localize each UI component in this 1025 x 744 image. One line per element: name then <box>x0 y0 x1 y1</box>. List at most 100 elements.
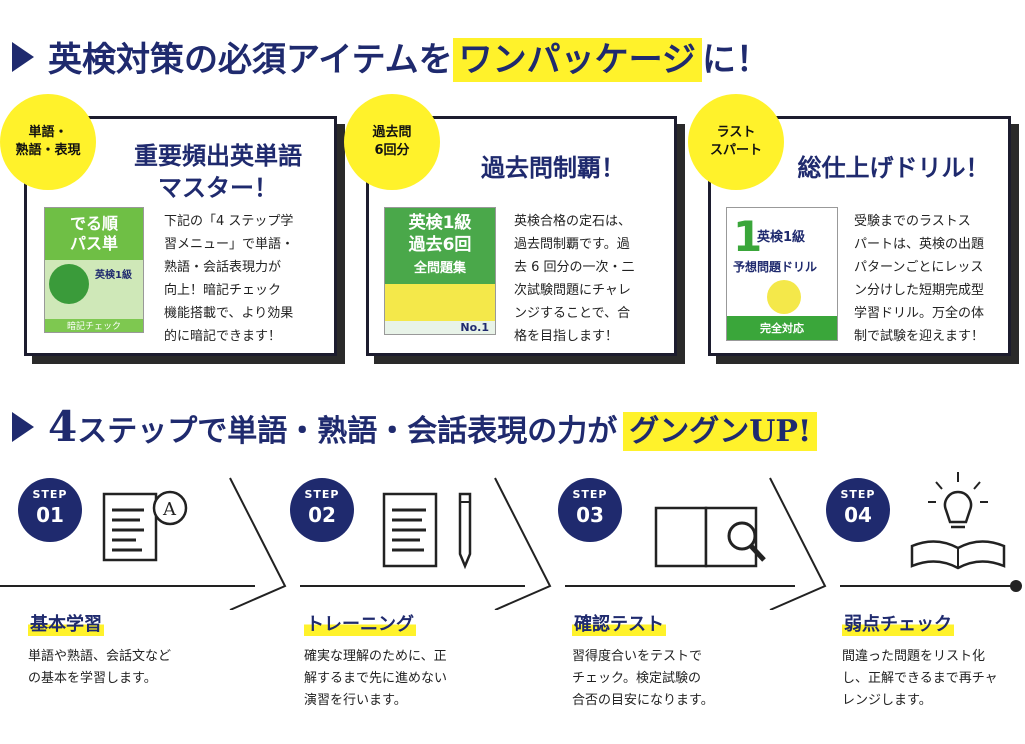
book-text: 予想問題ドリル <box>733 260 818 274</box>
step-badge: STEP 01 <box>18 478 82 542</box>
desc-line: チェック。検定試験の <box>572 671 701 686</box>
desc-line: 的に暗記できます！ <box>164 329 282 344</box>
step-title: 基本学習 <box>28 610 104 636</box>
title-line: 過去問制覇！ <box>481 154 625 182</box>
section1-heading-highlight: ワンパッケージ <box>452 38 702 82</box>
book-text: No.1 <box>385 321 495 334</box>
card-title: 総仕上げドリル！ <box>786 152 1001 184</box>
book-text: でる順 <box>69 214 118 233</box>
svg-text:A: A <box>162 499 177 520</box>
step-title: 確認テスト <box>572 610 666 636</box>
section2-heading-num: 4 <box>48 402 78 451</box>
book-cover-image: 英検1級過去6回全問題集 No.1 <box>384 207 496 335</box>
book-text: 暗記チェック <box>45 319 143 332</box>
step-badge: STEP 04 <box>826 478 890 542</box>
book-text: 全問題集 <box>413 261 466 276</box>
desc-line: レンジします。 <box>842 693 932 708</box>
step-number: 02 <box>308 503 336 527</box>
desc-line: パターンごとにレッス <box>854 260 984 275</box>
badge-line: 熟語・表現 <box>15 143 81 158</box>
desc-line: 受験までのラストス <box>854 214 971 229</box>
desc-line: ン分けした短期完成型 <box>854 283 985 298</box>
card-badge: 過去問 6回分 <box>344 94 440 190</box>
open-book-magnifier-icon <box>654 506 766 568</box>
desc-line: パートは、英検の出題 <box>854 237 985 252</box>
step-number: 03 <box>576 503 604 527</box>
document-pencil-icon <box>382 492 472 570</box>
step-description: 間違った問題をリスト化 し、正解できるまで再チャ レンジします。 <box>842 646 998 712</box>
badge-line: スパート <box>709 143 762 158</box>
step-number: 04 <box>844 503 872 527</box>
desc-line: ンジすることで、合 <box>514 306 631 321</box>
badge-line: 過去問 <box>372 125 412 140</box>
desc-line: し、正解できるまで再チャ <box>842 671 998 686</box>
step-flow-lines <box>0 477 1022 610</box>
title-line: マスター！ <box>158 174 278 202</box>
book-text: 英検1級 <box>757 230 806 245</box>
section1-heading-suffix: に！ <box>701 40 770 80</box>
section2-heading-bold: 力 <box>557 414 588 449</box>
desc-line: 習メニュー」で単語・ <box>164 237 295 252</box>
badge-line: ラスト <box>716 125 756 140</box>
desc-line: 確実な理解のために、正 <box>304 649 447 664</box>
desc-line: 機能搭載で、より効果 <box>164 306 294 321</box>
card-description: 英検合格の定石は、 過去問制覇です。過 去 6 回分の一次・二 次試験問題にチャ… <box>514 210 664 348</box>
book-text: パス単 <box>69 234 118 253</box>
book-text: 英検1級 <box>408 213 472 233</box>
section2-heading-highlight: グングンUP! <box>623 412 818 451</box>
step-badge: STEP 03 <box>558 478 622 542</box>
step-description: 習得度合いをテストで チェック。検定試験の 合否の目安になります。 <box>572 646 714 712</box>
desc-line: 演習を行います。 <box>304 693 407 708</box>
desc-line: 去 6 回分の一次・二 <box>514 260 635 275</box>
step-badge: STEP 02 <box>290 478 354 542</box>
book-text: 完全対応 <box>727 316 837 340</box>
desc-line: 単語や熟語、会話文など <box>28 649 172 664</box>
badge-line: 6回分 <box>374 143 410 158</box>
heading-arrow-icon <box>12 412 34 442</box>
section2-heading: 4ステップで単語・熟語・会話表現の力がグングンUP! <box>48 402 818 455</box>
desc-line: 間違った問題をリスト化 <box>842 649 986 664</box>
book-text: 1 <box>733 212 763 261</box>
desc-line: 下記の「4 ステップ学 <box>164 214 294 229</box>
desc-line: の基本を学習します。 <box>28 671 157 686</box>
step-title: 弱点チェック <box>842 610 954 636</box>
section2-heading-bold: 単語・熟語・会話表現 <box>227 414 528 449</box>
step-title: トレーニング <box>304 610 416 636</box>
desc-line: 学習ドリル。万全の体 <box>854 306 985 321</box>
step-label: STEP <box>572 488 608 501</box>
card-badge: 単語・熟語・表現 <box>0 94 96 190</box>
section1-heading: 英検対策の必須アイテムをワンパッケージに！ <box>48 36 770 84</box>
desc-line: 過去問制覇です。過 <box>514 237 630 252</box>
section1-heading-text: 英検対策の必須アイテムを <box>48 40 453 80</box>
step-label: STEP <box>304 488 340 501</box>
card-title: 重要頻出英単語マスター！ <box>108 140 328 204</box>
desc-line: 解するまで先に進めない <box>304 671 448 686</box>
card-badge: ラストスパート <box>688 94 784 190</box>
step-label: STEP <box>32 488 68 501</box>
step-description: 確実な理解のために、正 解するまで先に進めない 演習を行います。 <box>304 646 447 712</box>
title-line: 総仕上げドリル！ <box>797 154 990 182</box>
book-cover-image: でる順パス単 英検1級 暗記チェック <box>44 207 144 333</box>
card-title: 過去問制覇！ <box>448 152 658 184</box>
desc-line: 制で試験を迎えます！ <box>854 329 985 344</box>
desc-line: 英検合格の定石は、 <box>514 214 632 229</box>
book-text: 英検1級 <box>95 270 132 281</box>
book-cover-image: 1 英検1級 予想問題ドリル 完全対応 <box>726 207 838 341</box>
book-text: 過去6回 <box>408 235 472 255</box>
badge-line: 単語・ <box>28 125 68 140</box>
heading-arrow-icon <box>12 42 34 72</box>
section2-heading-text: が <box>587 414 618 449</box>
desc-line: 次試験問題にチャレ <box>514 283 631 298</box>
desc-line: 向上！暗記チェック <box>164 283 282 298</box>
desc-line: 合否の目安になります。 <box>572 693 714 708</box>
card-description: 下記の「4 ステップ学 習メニュー」で単語・ 熟語・会話表現力が 向上！暗記チェ… <box>164 210 319 348</box>
card-description: 受験までのラストス パートは、英検の出題 パターンごとにレッス ン分けした短期完… <box>854 210 1002 348</box>
document-letter-icon: A <box>102 490 188 562</box>
step-label: STEP <box>840 488 876 501</box>
section2-heading-text: の <box>527 414 558 449</box>
step-number: 01 <box>36 503 64 527</box>
desc-line: 格を目指します！ <box>514 329 619 344</box>
step-description: 単語や熟語、会話文など の基本を学習します。 <box>28 646 171 690</box>
desc-line: 習得度合いをテストで <box>572 649 703 664</box>
section2-heading-text: ステップで <box>77 414 228 449</box>
